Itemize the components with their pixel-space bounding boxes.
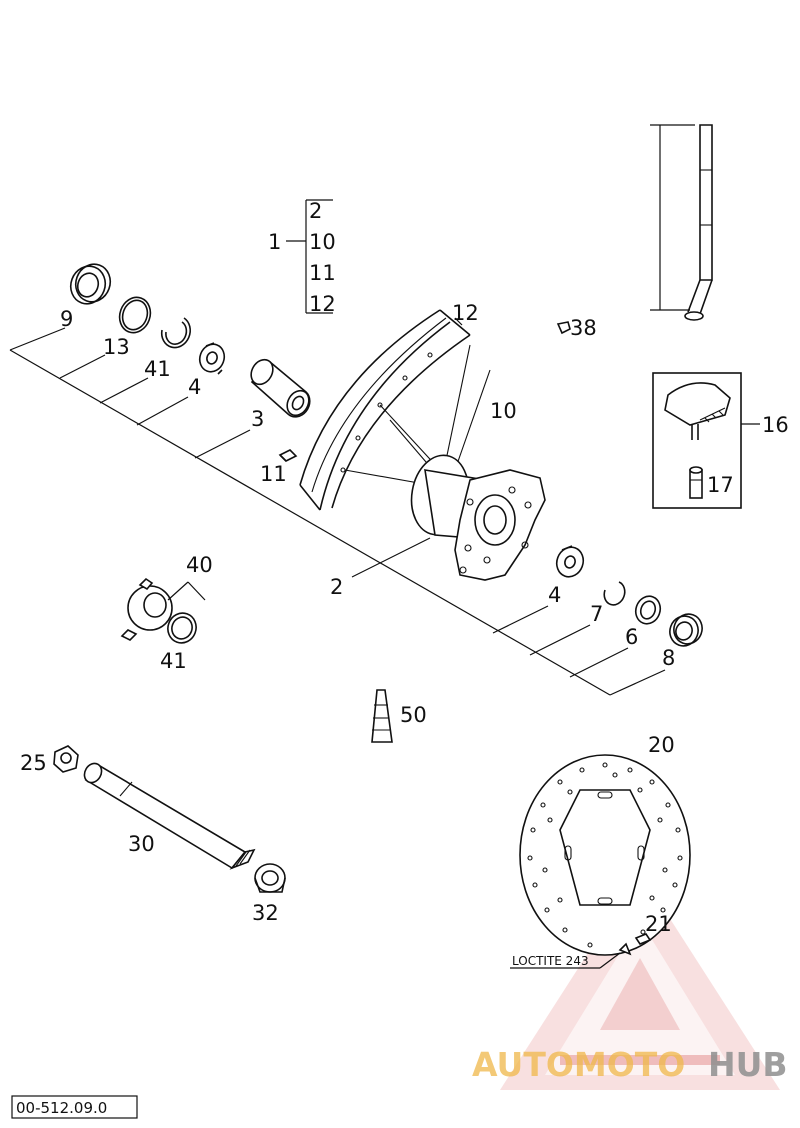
callout-4b: 4 xyxy=(548,583,561,607)
callout-10: 10 xyxy=(490,399,517,423)
callout-17: 17 xyxy=(707,473,734,497)
callout-13: 13 xyxy=(103,335,130,359)
part-32-axle-nut xyxy=(254,863,286,893)
drawing-code: 00-512.09.0 xyxy=(16,1099,107,1117)
kit-bracket xyxy=(286,199,333,314)
callout-12: 12 xyxy=(452,301,479,325)
callout-6: 6 xyxy=(625,625,638,649)
part-38-cap xyxy=(556,321,571,335)
callout-3: 3 xyxy=(251,407,264,431)
part-16-rim-lock xyxy=(652,372,760,509)
part-2-hub xyxy=(410,454,546,581)
part-50-grease-tube xyxy=(371,689,393,743)
part-20-brake-disc xyxy=(519,754,691,956)
kit-member-1: 2 xyxy=(309,199,322,223)
callout-7: 7 xyxy=(590,602,603,626)
watermark-logo xyxy=(500,872,780,1090)
part-40-speedo-drive xyxy=(120,577,173,641)
callout-25: 25 xyxy=(20,751,47,775)
part-3-spacer-tube xyxy=(250,358,311,418)
watermark-text-automoto: AUTOMOTO xyxy=(472,1045,685,1084)
part-40-bracket xyxy=(167,581,206,601)
part-6-o-ring xyxy=(634,595,662,625)
callout-41b: 41 xyxy=(160,649,187,673)
callout-2: 2 xyxy=(330,575,343,599)
part-4-bearing xyxy=(198,342,226,375)
kit-member-3: 11 xyxy=(309,261,336,285)
leader-12 xyxy=(454,317,463,326)
part-21-disc-screw xyxy=(510,933,652,969)
drawing-code-box xyxy=(11,1095,138,1119)
kit-label: 1 xyxy=(268,230,281,254)
part-41-circlip-b xyxy=(167,612,197,644)
callout-50: 50 xyxy=(400,703,427,727)
callout-9: 9 xyxy=(60,307,73,331)
loctite-note: LOCTITE 243 xyxy=(512,954,589,968)
kit-member-2: 10 xyxy=(309,230,336,254)
part-12-rim xyxy=(299,309,471,511)
part-10-spokes xyxy=(344,344,491,491)
part-30-axle xyxy=(83,762,256,870)
callout-11: 11 xyxy=(260,462,287,486)
callout-16: 16 xyxy=(762,413,789,437)
part-9-spacer xyxy=(69,263,112,305)
callout-21: 21 xyxy=(645,912,672,936)
part-25-nut xyxy=(53,745,79,773)
callout-30: 30 xyxy=(128,832,155,856)
leader-2 xyxy=(351,537,431,578)
assembly-lines xyxy=(9,327,666,696)
part-7-circlip xyxy=(603,581,626,606)
callout-41a: 41 xyxy=(144,357,171,381)
part-4-bearing-right xyxy=(555,545,585,578)
part-17-nut xyxy=(689,466,703,499)
part-11-spoke-nipple xyxy=(278,449,298,462)
callout-38: 38 xyxy=(570,316,597,340)
callout-20: 20 xyxy=(648,733,675,757)
watermark-text-hub: HUB xyxy=(708,1045,788,1084)
part-41-circlip xyxy=(160,317,191,349)
callout-4a: 4 xyxy=(188,375,201,399)
callout-32: 32 xyxy=(252,901,279,925)
spoke-length-detail xyxy=(650,124,713,321)
part-8-spacer xyxy=(669,613,703,647)
callout-40: 40 xyxy=(186,553,213,577)
kit-member-4: 12 xyxy=(309,292,336,316)
part-13-o-ring xyxy=(118,296,152,334)
callout-8: 8 xyxy=(662,646,675,670)
